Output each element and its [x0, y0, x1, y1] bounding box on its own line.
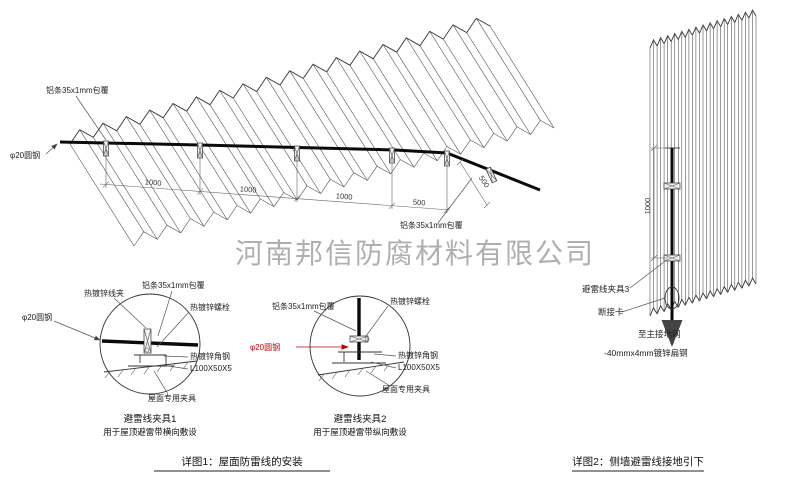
wall-elevation-view: 1000 避雷线夹具3 断接卡 至主接地网 -40mmx4mm镀锌扁钢	[582, 9, 757, 358]
label-bolt-d1: 热镀锌螺栓	[190, 302, 230, 312]
label-angle-spec-d1: L100X50X5	[190, 364, 232, 373]
label-round-steel-roof: φ20圆钢	[10, 150, 40, 160]
captions: 详图1：屋面防雷线的安装 详图2：侧墙避雷线接地引下	[154, 455, 704, 472]
roof-top-corrugated-edge	[69, 17, 491, 145]
detail2-roof-hatch	[318, 363, 390, 382]
detail2-clamp	[349, 335, 369, 343]
detail1-subtitle: 用于屋顶避雷带横向敷设	[103, 427, 197, 437]
wall-dim-lines	[650, 144, 668, 262]
wall-dim-1000: 1000	[643, 198, 652, 215]
label-flat-steel: -40mmx4mm镀锌扁钢	[604, 348, 688, 358]
detail1-roof-hatch	[104, 361, 189, 379]
detail1-title: 避雷线夹具1	[124, 413, 177, 425]
leader-alu-strip-top	[75, 95, 107, 141]
label-angle-spec-d2: L100X50X5	[398, 363, 440, 372]
wall-dimension: 1000	[643, 144, 668, 262]
label-to-ground: 至主接地网	[638, 329, 681, 339]
label-roof-clamp-d1: 屋面专用夹具	[148, 393, 196, 403]
detail2-angle-steel	[332, 351, 386, 364]
detail-view-clamp2: 铝条35x1mm包覆 热镀锌螺栓 φ20圆钢 热镀锌角钢 L100X50X5 屋…	[250, 295, 440, 437]
label-alu-strip-d1: 铝条35x1mm包覆	[142, 280, 205, 290]
detail1-rod-leader	[53, 320, 101, 341]
label-round-steel-d2: φ20圆钢	[250, 342, 280, 352]
label-angle-steel-d1: 热镀锌角钢	[190, 351, 230, 361]
label-roof-clamp-d2: 屋面专用夹具	[382, 384, 430, 394]
wall-leaders	[621, 261, 666, 313]
lightning-conductor-roof	[59, 140, 541, 192]
roof-isometric-view: 1000 1000 1000 500 500 铝条35x1mm包覆 φ20圆钢 …	[10, 17, 555, 247]
conductor-clamp-mark	[485, 166, 498, 184]
label-wire-clip: 热镀锌线夹	[84, 288, 124, 298]
detail-view-clamp1: 热镀锌线夹 铝条35x1mm包覆 热镀锌螺栓 φ20圆钢 热镀锌角钢 L100X…	[22, 280, 232, 437]
dimension-lines	[99, 148, 451, 213]
label-clamp3: 避雷线夹具3	[582, 284, 630, 294]
dim-1000-c: 1000	[336, 191, 353, 201]
dimension-ticks	[102, 181, 451, 214]
detail1-bolt	[144, 347, 150, 353]
label-alu-strip-right: 铝条35x1mm包覆	[400, 220, 463, 230]
detail2-leaders	[313, 305, 397, 387]
dim-500-a: 500	[413, 198, 426, 208]
detail2-subtitle: 用于屋顶避雷带纵向敷设	[313, 427, 407, 437]
label-disconnect: 断接卡	[598, 307, 624, 317]
dim-1000-b: 1000	[240, 184, 257, 194]
roof-ridge-lines	[69, 18, 555, 247]
label-round-steel-d1: φ20圆钢	[22, 312, 52, 322]
detail1-leaders	[113, 290, 190, 395]
detail2-clamp-hatch	[349, 335, 369, 343]
label-alu-strip-d2: 铝条35x1mm包覆	[272, 301, 335, 311]
detail2-roof-surface	[317, 361, 405, 376]
label-alu-strip-top: 铝条35x1mm包覆	[46, 85, 109, 95]
caption-detail1: 详图1：屋面防雷线的安装	[181, 455, 303, 468]
roof-dim-500-slope: 500	[456, 158, 491, 209]
company-watermark: 河南邦信防腐材料有限公司	[235, 238, 595, 269]
dim-1000-a: 1000	[145, 177, 162, 187]
detail1-circle	[99, 293, 201, 395]
detail1-roof-surface	[103, 360, 198, 373]
wall-corrugation-lines	[649, 10, 757, 316]
roof-dimension-chain: 1000 1000 1000 500	[99, 148, 451, 214]
label-angle-steel-d2: 热镀锌角钢	[398, 350, 438, 360]
leader-round-steel-roof	[45, 143, 58, 155]
downlead-clamp-mark	[663, 182, 681, 190]
caption-detail2: 详图2：侧墙避雷线接地引下	[572, 455, 704, 468]
label-bolt-d2: 热镀锌螺栓	[390, 296, 430, 306]
dim-500-slope-line	[456, 158, 491, 209]
detail2-circle	[309, 295, 411, 397]
leader-alu-strip-right	[437, 177, 473, 224]
detail2-title: 避雷线夹具2	[334, 413, 387, 425]
detail2-bolt	[364, 336, 370, 342]
